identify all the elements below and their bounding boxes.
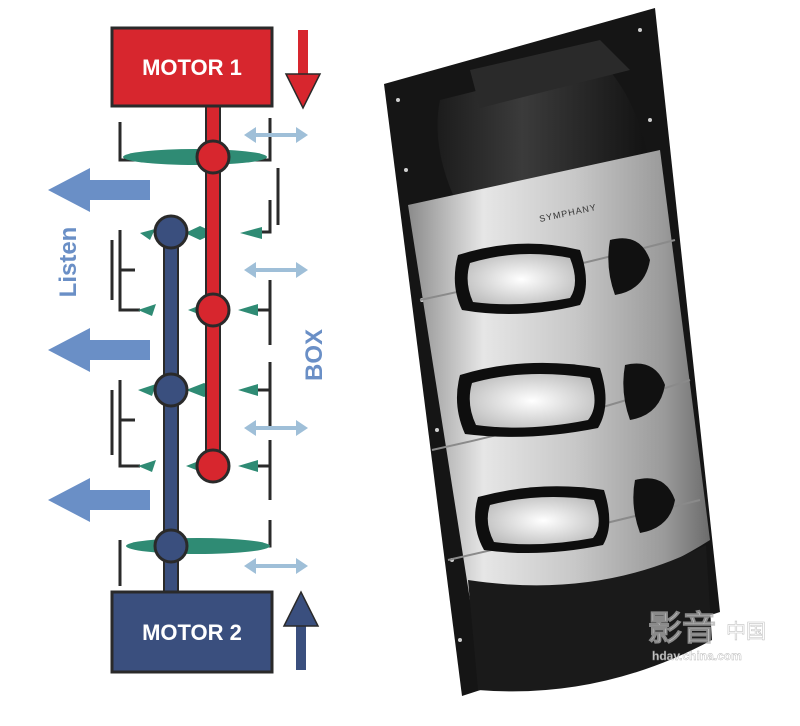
motor1-node-2 bbox=[195, 292, 231, 328]
motor1-rod bbox=[195, 99, 231, 484]
driver-diagram: MOTOR 1 MOTOR 2 bbox=[48, 26, 328, 674]
motor1-node-1 bbox=[195, 139, 231, 175]
motor-2-label: MOTOR 2 bbox=[142, 620, 242, 645]
driver-2 bbox=[140, 226, 262, 240]
watermark: 影音 中国 hdav.china.com bbox=[648, 609, 767, 664]
speaker-render: SYMPHANY bbox=[384, 8, 720, 696]
driver-6 bbox=[126, 538, 270, 554]
motor-2: MOTOR 2 bbox=[110, 590, 274, 674]
speaker-window-2 bbox=[456, 362, 606, 437]
speaker-window-3 bbox=[475, 486, 610, 554]
watermark-suffix: 中国 bbox=[726, 619, 766, 643]
driver-4 bbox=[138, 383, 258, 397]
bottom-base bbox=[468, 545, 712, 692]
watermark-url: hdav.china.com bbox=[652, 649, 742, 663]
motor2-node-3 bbox=[153, 528, 189, 564]
box-label: BOX bbox=[301, 329, 328, 381]
motor2-node-1 bbox=[153, 214, 189, 250]
driver-1 bbox=[123, 149, 267, 165]
speaker-window-1 bbox=[454, 243, 586, 314]
motor1-direction-arrow bbox=[284, 30, 322, 110]
motor2-direction-arrow bbox=[282, 590, 320, 670]
motor2-rod bbox=[153, 214, 189, 598]
listen-label: Listen bbox=[55, 227, 82, 298]
vibration-arrow-4 bbox=[244, 558, 308, 574]
listen-arrow-2 bbox=[48, 328, 150, 372]
motor-1: MOTOR 1 bbox=[110, 26, 274, 108]
motor2-node-2 bbox=[153, 372, 189, 408]
vibration-arrows bbox=[244, 127, 308, 574]
vibration-arrow-1 bbox=[244, 127, 308, 143]
vibration-arrow-3 bbox=[244, 420, 308, 436]
vibration-arrow-2 bbox=[244, 262, 308, 278]
motor-1-label: MOTOR 1 bbox=[142, 55, 242, 80]
listen-arrows bbox=[48, 168, 150, 522]
motor1-node-3 bbox=[195, 448, 231, 484]
watermark-logo: 影音 bbox=[648, 609, 716, 649]
listen-arrow-3 bbox=[48, 478, 150, 522]
listen-arrow-1 bbox=[48, 168, 150, 212]
